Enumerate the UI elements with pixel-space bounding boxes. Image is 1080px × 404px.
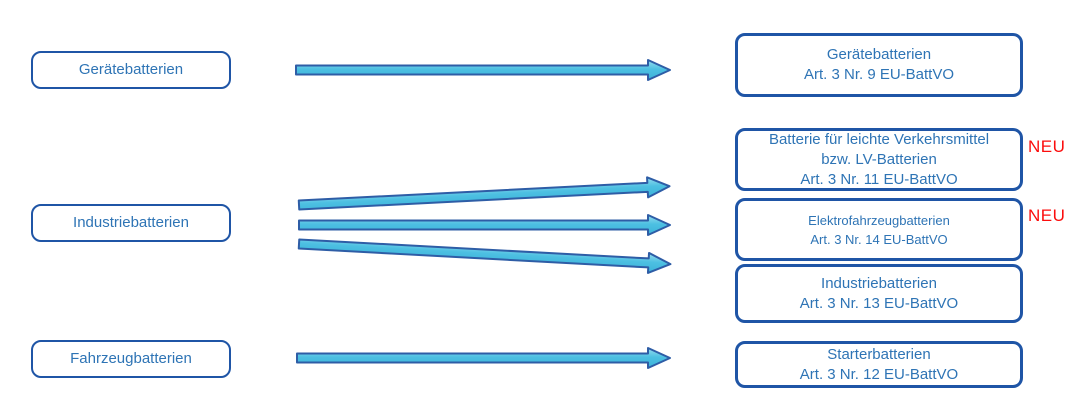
arrow-industrie-to-elektro [298, 214, 671, 236]
box-line: Art. 3 Nr. 14 EU-BattVO [810, 231, 948, 247]
box-line: Art. 3 Nr. 13 EU-BattVO [799, 294, 959, 312]
box-label: Industriebatterien [73, 214, 189, 231]
box-industriebatterien-old: Industriebatterien [31, 204, 231, 242]
box-line: Batterie für leichte Verkehrsmittel [768, 130, 990, 148]
neu-badge-lv-batterien: NEU [1028, 137, 1066, 156]
box-label: Fahrzeugbatterien [70, 350, 192, 367]
box-line: Art. 3 Nr. 12 EU-BattVO [799, 365, 959, 383]
box-geraetebatterien-old: Gerätebatterien [31, 51, 231, 89]
box-line: Gerätebatterien [826, 46, 932, 63]
box-line: Elektrofahrzeugbatterien [808, 212, 950, 228]
arrow-geraete-to-geraete [295, 59, 671, 81]
box-elektrofahrzeugbatterien: Elektrofahrzeugbatterien Art. 3 Nr. 14 E… [735, 198, 1023, 261]
arrow-industrie-to-industrie [297, 238, 672, 274]
box-starterbatterien: Starterbatterien Art. 3 Nr. 12 EU-BattVO [735, 341, 1023, 388]
box-line: bzw. LV-Batterien [821, 150, 937, 168]
box-line: Art. 3 Nr. 11 EU-BattVO [800, 170, 958, 188]
box-fahrzeugbatterien-old: Fahrzeugbatterien [31, 340, 231, 378]
box-industriebatterien-new: Industriebatterien Art. 3 Nr. 13 EU-Batt… [735, 264, 1023, 323]
box-line: Art. 3 Nr. 9 EU-BattVO [803, 66, 955, 83]
neu-badge-elektrofahrzeugbatterien: NEU [1028, 206, 1066, 225]
box-line: Industriebatterien [821, 274, 937, 292]
box-line: Starterbatterien [827, 345, 931, 363]
box-lv-batterien: Batterie für leichte Verkehrsmittel bzw.… [735, 128, 1023, 191]
box-label: Gerätebatterien [78, 61, 184, 78]
arrow-industrie-to-lv [297, 176, 671, 211]
arrow-fahrzeug-to-starter [296, 347, 671, 369]
box-geraetebatterien-new: Gerätebatterien Art. 3 Nr. 9 EU-BattVO [735, 33, 1023, 97]
